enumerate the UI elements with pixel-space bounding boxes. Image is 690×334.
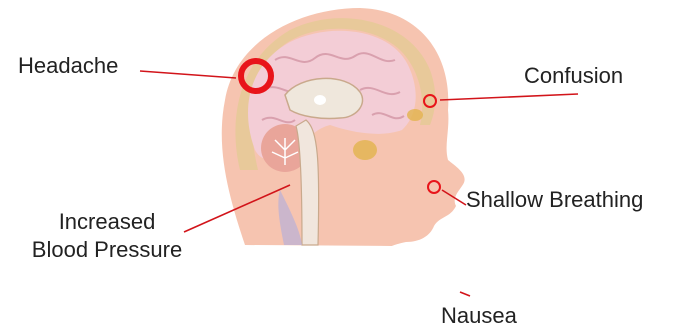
label-headache: Headache (18, 52, 118, 80)
label-blood-pressure: Blood Pressure (14, 236, 200, 264)
sinus (353, 140, 377, 160)
frontal-sinus (407, 109, 423, 121)
ventricle (314, 95, 326, 105)
label-increased-blood-pressure: Increased Blood Pressure (14, 208, 200, 264)
confusion-leader (440, 94, 578, 100)
label-confusion: Confusion (524, 62, 623, 90)
label-increased: Increased (14, 208, 200, 236)
headache-leader (140, 71, 236, 78)
label-shallow-breathing: Shallow Breathing (466, 186, 643, 214)
label-nausea: Nausea (441, 302, 517, 330)
nausea-leader (460, 292, 470, 296)
